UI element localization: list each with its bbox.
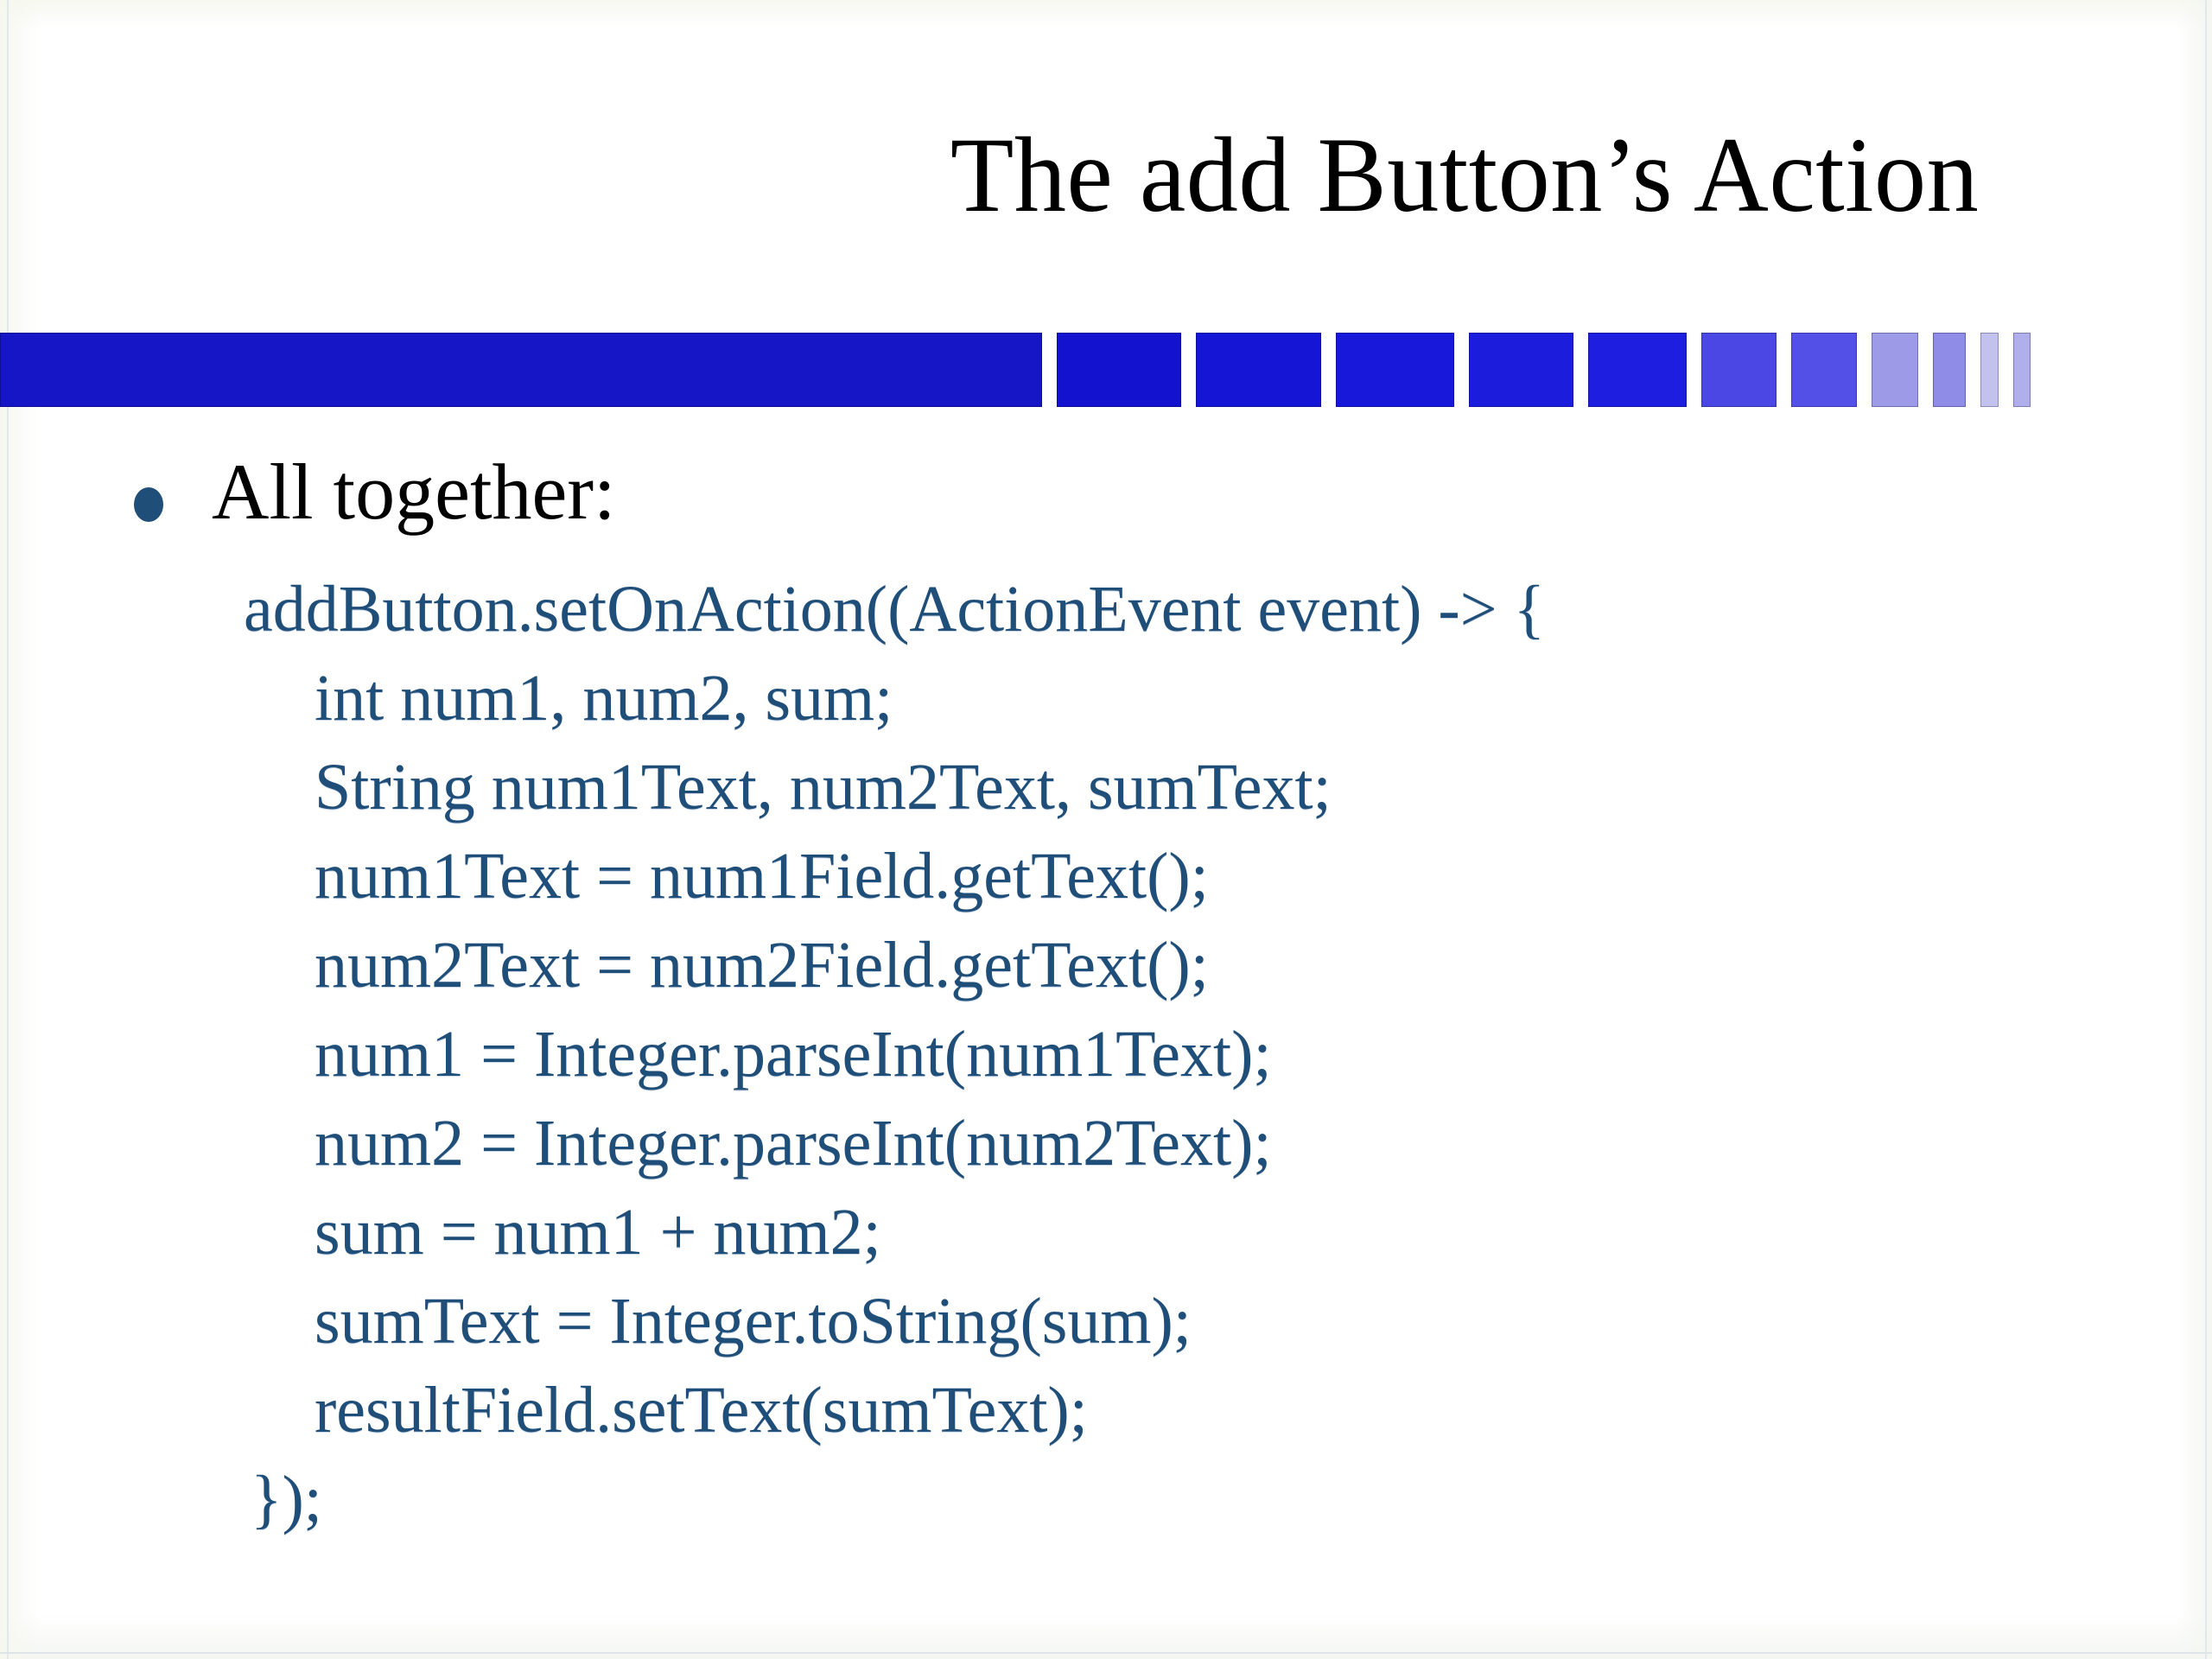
code-line: String num1Text, num2Text, sumText; bbox=[315, 751, 1332, 823]
page-title: The add Button’s Action bbox=[950, 116, 1979, 234]
code-line: sum = num1 + num2; bbox=[315, 1196, 881, 1268]
accent-bar-segment-1 bbox=[1057, 333, 1181, 407]
code-listing: addButton.setOnAction((ActionEvent event… bbox=[0, 565, 2212, 1544]
accent-bar-segment-7 bbox=[1790, 333, 1858, 407]
code-line: resultField.setText(sumText); bbox=[315, 1374, 1088, 1446]
code-line: num2Text = num2Field.getText(); bbox=[315, 929, 1209, 1001]
accent-bar-segment-3 bbox=[1336, 333, 1454, 407]
accent-bar-segment-9 bbox=[1933, 333, 1966, 407]
accent-bar-segment-10 bbox=[1980, 333, 1999, 407]
code-line: sumText = Integer.toString(sum); bbox=[315, 1285, 1192, 1357]
code-line: }); bbox=[251, 1463, 322, 1535]
accent-bar-segment-11 bbox=[2013, 333, 2031, 407]
slide-body: All together: addButton.setOnAction((Act… bbox=[0, 448, 2212, 1544]
accent-bar-segment-5 bbox=[1588, 333, 1688, 407]
accent-bar-segment-2 bbox=[1195, 333, 1322, 407]
code-line: num1 = Integer.parseInt(num1Text); bbox=[315, 1018, 1272, 1090]
slide-border-right bbox=[2205, 0, 2207, 1659]
code-line: num2 = Integer.parseInt(num2Text); bbox=[315, 1107, 1272, 1179]
slide-border-left bbox=[7, 0, 9, 1659]
code-line: int num1, num2, sum; bbox=[315, 662, 893, 734]
slide-title-area: The add Button’s Action bbox=[0, 116, 2091, 234]
code-line: num1Text = num1Field.getText(); bbox=[315, 840, 1209, 912]
accent-bar-segment-0 bbox=[0, 333, 1043, 407]
segmented-accent-bar bbox=[0, 333, 2031, 407]
accent-bar-segment-4 bbox=[1468, 333, 1574, 407]
accent-bar-segment-6 bbox=[1701, 333, 1777, 407]
accent-bar-segment-8 bbox=[1872, 333, 1919, 407]
bullet-list-item: All together: bbox=[0, 448, 2212, 553]
bullet-item-label: All together: bbox=[212, 448, 616, 536]
bullet-point-icon bbox=[134, 487, 163, 522]
code-line: addButton.setOnAction((ActionEvent event… bbox=[244, 573, 1546, 645]
slide-border-bottom bbox=[0, 1652, 2212, 1654]
